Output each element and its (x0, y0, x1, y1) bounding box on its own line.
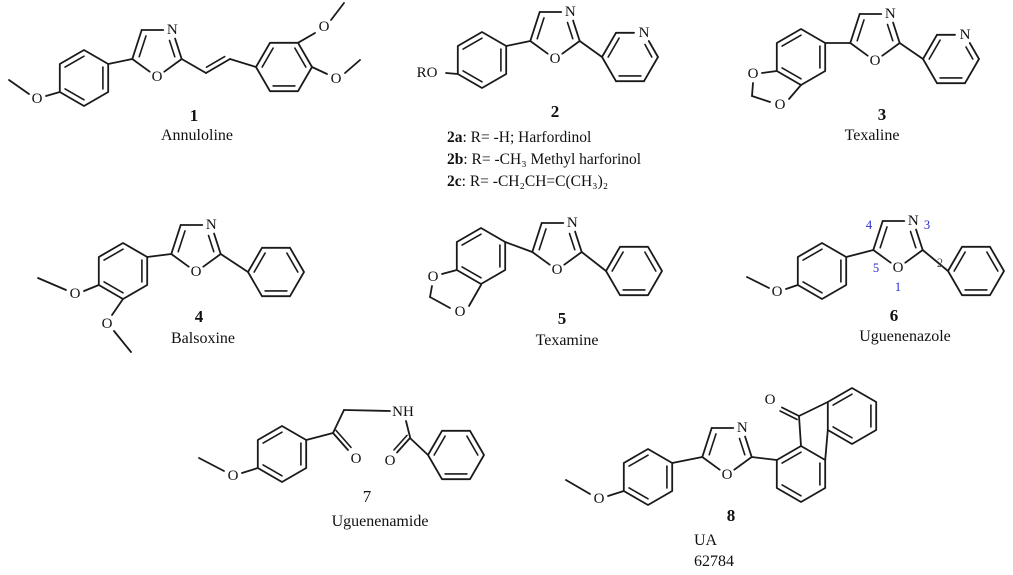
nh-label: NH (392, 404, 414, 420)
nitrogen-label: N (639, 25, 650, 41)
nitrogen-label: N (885, 6, 896, 22)
compound-number-2: 2 (551, 102, 560, 121)
compound-name-texaline: Texaline (845, 127, 900, 144)
oxygen-label: O (331, 71, 342, 87)
oxygen-label: O (428, 269, 439, 285)
oxygen-label: O (893, 260, 904, 276)
benzene-ring (796, 242, 848, 300)
benzene-ring (622, 448, 674, 506)
variant-2c: 2c: R= -CH₂CH=C(CH₃)₂ (447, 173, 608, 190)
phenyl-ring (947, 245, 1005, 297)
structure-balsoxine: O O O N (37, 217, 305, 353)
oxygen-label: O (722, 467, 733, 483)
nitrogen-label: N (567, 215, 578, 231)
oxazole-position-5: 5 (873, 261, 879, 275)
nitrogen-label: N (737, 420, 748, 436)
compound-name-texamine: Texamine (536, 332, 599, 349)
oxygen-label: O (385, 453, 396, 469)
fluorene-lower-ring (775, 445, 827, 503)
structure-annuloline: O O N O O (8, 2, 361, 107)
oxygen-label: O (102, 316, 113, 332)
compound-number-5: 5 (558, 309, 567, 328)
structure-uguenenamide: O O NH O (198, 404, 485, 484)
compound-number-4: 4 (195, 307, 204, 326)
benzene-ring (58, 49, 110, 107)
oxazole-position-2: 2 (937, 256, 943, 270)
compound-number-6: 6 (890, 306, 899, 325)
phenyl-ring (427, 429, 485, 481)
benzene-ring (97, 242, 149, 300)
benzene-ring (256, 425, 308, 483)
oxygen-label: O (748, 66, 759, 82)
compound-name-uguenenazole: Uguenenazole (859, 328, 951, 345)
nitrogen-label: N (565, 4, 576, 20)
oxygen-label: O (772, 284, 783, 300)
ro-group-label: RO (417, 65, 438, 81)
benzene-ring (255, 41, 313, 93)
structure-uguenenazole: O O N 4 3 5 2 1 (746, 213, 1005, 300)
oxygen-label: O (552, 262, 563, 278)
oxygen-label: O (455, 304, 466, 320)
fluorene-upper-ring (826, 387, 878, 445)
nitrogen-label: N (206, 217, 217, 233)
oxygen-label: O (191, 264, 202, 280)
oxazole-position-4: 4 (866, 218, 873, 232)
structure-ua-62784: O O N O (565, 387, 878, 507)
compound-name-balsoxine: Balsoxine (171, 330, 235, 347)
nitrogen-label: N (960, 27, 971, 43)
oxazole-position-3: 3 (924, 218, 930, 232)
structure-harfordinol: RO O N N (417, 4, 659, 89)
oxygen-label: O (594, 491, 605, 507)
variant-2b: 2b: R= -CH₃ Methyl harforinol (447, 151, 641, 168)
oxygen-label: O (152, 69, 163, 85)
phenyl-ring (605, 245, 663, 297)
compound-number-7: 7 (363, 487, 372, 506)
compound-code-62784: 62784 (694, 553, 734, 570)
oxygen-label: O (228, 468, 239, 484)
compound-number-8: 8 (727, 506, 736, 525)
variant-2a: 2a: R= -H; Harfordinol (447, 129, 591, 146)
oxygen-label: O (775, 97, 786, 113)
compound-name-ua: UA (694, 532, 718, 549)
oxazole-position-1: 1 (895, 280, 901, 294)
structure-texamine: O O O N (428, 215, 663, 320)
oxygen-label: O (550, 51, 561, 67)
compound-number-3: 3 (878, 105, 887, 124)
oxygen-label: O (765, 392, 776, 408)
oxygen-label: O (32, 91, 43, 107)
benzene-ring (456, 31, 508, 89)
oxygen-label: O (351, 451, 362, 467)
nitrogen-label: N (908, 213, 919, 229)
compound-number-1: 1 (190, 106, 199, 125)
compound-name-uguenenamide: Uguenenamide (332, 513, 429, 530)
oxygen-label: O (70, 286, 81, 302)
benzene-ring (455, 227, 507, 285)
benzene-ring (775, 28, 827, 86)
oxygen-label: O (870, 53, 881, 69)
oxygen-label: O (319, 19, 330, 35)
structure-texaline: O O O N N (748, 6, 980, 113)
compound-name-annuloline: Annuloline (161, 127, 233, 144)
nitrogen-label: N (167, 22, 178, 38)
phenyl-ring (247, 246, 305, 298)
